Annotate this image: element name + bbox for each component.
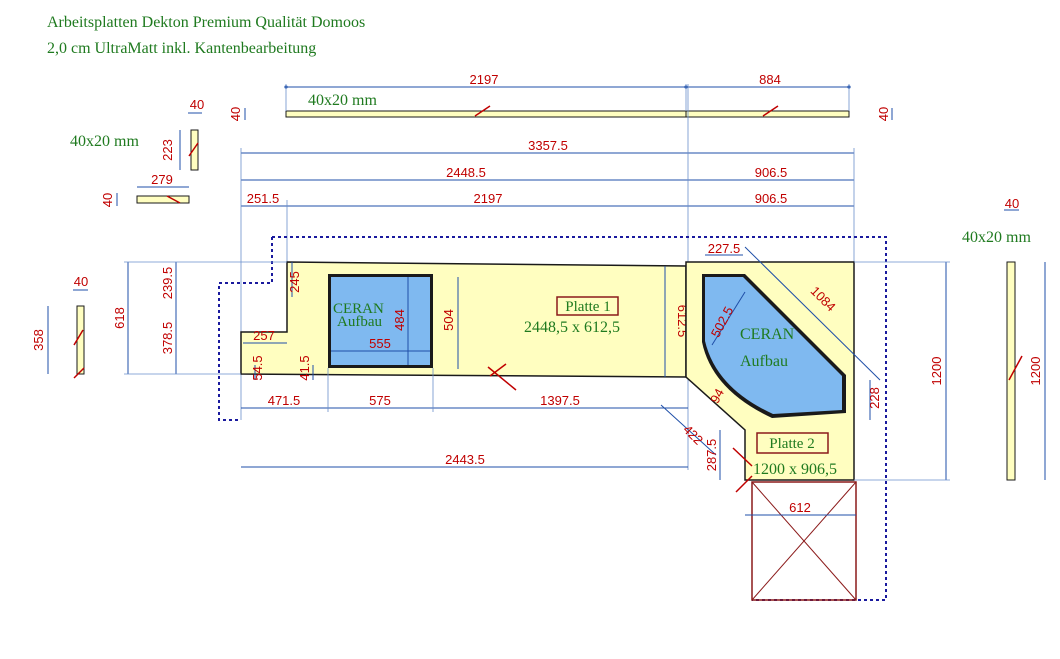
platte-1-title-box bbox=[556, 296, 619, 316]
dim-label: 884 bbox=[759, 72, 781, 87]
grain-mark bbox=[474, 105, 491, 117]
aufbau-label: Aufbau bbox=[337, 314, 382, 330]
strip-size-label: 40x20 mm bbox=[70, 133, 139, 150]
dim-label: 223 bbox=[160, 139, 175, 161]
dim-label: 40 bbox=[74, 274, 88, 289]
dim-label: 41.5 bbox=[297, 355, 312, 380]
grain-mark bbox=[762, 105, 779, 117]
dim-label: 40 bbox=[228, 107, 243, 121]
header-title: Arbeitsplatten Dekton Premium Qualität D… bbox=[47, 14, 366, 31]
grain-mark bbox=[166, 195, 181, 204]
dim-line bbox=[660, 404, 717, 456]
dim-label: 906.5 bbox=[755, 165, 788, 180]
dim-label: 279 bbox=[151, 172, 173, 187]
edge-piece-left bbox=[76, 305, 85, 375]
platte-2-size: 1200 x 906,5 bbox=[753, 461, 837, 478]
page-header: Arbeitsplatten Dekton Premium Qualität D… bbox=[47, 10, 365, 62]
platte-1-title: Platte 1 bbox=[565, 299, 610, 315]
dim-label: 2197 bbox=[474, 191, 503, 206]
dim-label: 2443.5 bbox=[445, 452, 485, 467]
cabinet-cross bbox=[751, 481, 857, 601]
ceran-label: CERAN bbox=[333, 301, 384, 317]
strip-size-label: 40x20 mm bbox=[962, 229, 1031, 246]
dim-line bbox=[744, 246, 881, 381]
edge-piece-vertical bbox=[190, 129, 199, 171]
header-subtitle: 2,0 cm UltraMatt inkl. Kantenbearbeitung bbox=[47, 40, 317, 57]
dim-label: 251.5 bbox=[247, 191, 280, 206]
dim-label: 471.5 bbox=[268, 393, 301, 408]
dim-label: 40 bbox=[876, 107, 891, 121]
grain-mark bbox=[73, 329, 84, 346]
dim-label: 287.5 bbox=[704, 439, 719, 472]
cooktop-1 bbox=[331, 277, 430, 365]
dim-label: 54.5 bbox=[250, 355, 265, 380]
cooktop-2 bbox=[705, 277, 842, 414]
grain-mark bbox=[1008, 355, 1023, 381]
dim-label: 239.5 bbox=[160, 267, 175, 300]
dim-label: 2448.5 bbox=[446, 165, 486, 180]
dim-label: 227.5 bbox=[708, 241, 741, 256]
grain-mark bbox=[188, 142, 199, 157]
platte-2: CERAN Aufbau 227.5 1084 502.5 94 422 287… bbox=[660, 241, 950, 493]
dim-label: 358 bbox=[31, 329, 46, 351]
dim-label: 618 bbox=[112, 307, 127, 329]
platte-2-title-box bbox=[756, 432, 829, 454]
cabinet-box bbox=[751, 481, 857, 601]
small-pieces: 40x20 mm 40 223 279 40 40 358 bbox=[31, 97, 204, 379]
dim-label: 257 bbox=[253, 328, 275, 343]
edge-strip-top bbox=[285, 110, 850, 118]
base-cabinet: 612 bbox=[745, 481, 857, 601]
grain-mark bbox=[732, 447, 753, 467]
grain-mark bbox=[73, 367, 85, 379]
dim-label: 40 bbox=[100, 193, 115, 207]
dim-label: 3357.5 bbox=[528, 138, 568, 153]
dim-label: 612 bbox=[789, 500, 811, 515]
platte-1: CERAN Aufbau 555 484 504 612.5 Platte 1 … bbox=[112, 261, 690, 391]
dim-line bbox=[711, 291, 746, 346]
dim-label: 1200 bbox=[929, 357, 944, 386]
dim-label: 1397.5 bbox=[540, 393, 580, 408]
edge-piece-right bbox=[1006, 261, 1016, 481]
dim-label: 40 bbox=[190, 97, 204, 112]
dim-label: 1200 bbox=[1028, 357, 1043, 386]
dim-label: 555 bbox=[369, 336, 391, 351]
dim-label: 228 bbox=[867, 387, 882, 409]
platte-2-title: Platte 2 bbox=[769, 436, 814, 452]
dim-label: 378.5 bbox=[160, 322, 175, 355]
dim-label: 504 bbox=[441, 309, 456, 331]
strip-size-label: 40x20 mm bbox=[308, 92, 377, 109]
edge-piece-horizontal bbox=[136, 195, 190, 204]
platte-1-size: 2448,5 x 612,5 bbox=[524, 319, 620, 336]
top-dimensions: 3357.5 2448.5 906.5 251.5 2197 906.5 bbox=[240, 84, 855, 470]
dim-label: 94 bbox=[707, 386, 727, 406]
ceran-label: CERAN bbox=[740, 326, 795, 343]
right-edge-piece: 40x20 mm 40 1200 bbox=[962, 196, 1046, 481]
dim-label: 484 bbox=[392, 309, 407, 331]
aufbau-label: Aufbau bbox=[740, 353, 788, 370]
top-edge-strip: 2197 884 40x20 mm 40 40 bbox=[228, 72, 893, 121]
dim-label: 575 bbox=[369, 393, 391, 408]
grain-mark bbox=[735, 475, 753, 493]
grain-mark bbox=[487, 366, 517, 391]
dim-label: 245 bbox=[287, 271, 302, 293]
dim-label: 906.5 bbox=[755, 191, 788, 206]
grain-mark bbox=[489, 363, 507, 377]
bottom-dimensions: 471.5 575 1397.5 2443.5 bbox=[241, 368, 688, 468]
dim-label: 2197 bbox=[470, 72, 499, 87]
dim-label: 40 bbox=[1005, 196, 1019, 211]
